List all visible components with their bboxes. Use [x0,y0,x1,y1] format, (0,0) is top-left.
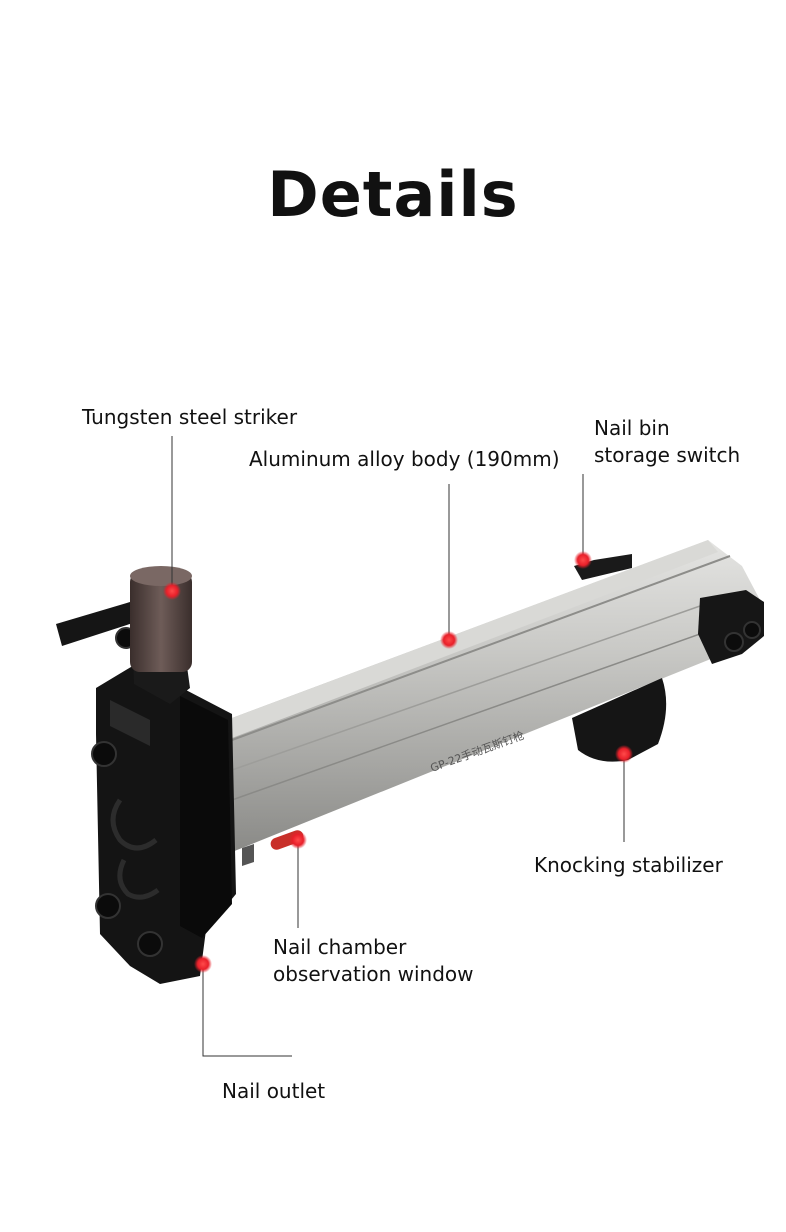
window-marker [289,831,307,849]
window-label-line2: observation window [273,962,474,986]
switch-label-line1: Nail bin [594,416,670,440]
outlet-label: Nail outlet [222,1079,326,1103]
rear-end-cap [574,554,764,664]
outlet-marker [194,955,212,973]
switch-label-line2: storage switch [594,443,741,467]
switch-marker [574,551,592,569]
knocking-stabilizer [572,678,667,762]
window-label-line1: Nail chamber [273,935,407,959]
page-title: Details [267,158,519,231]
markers [163,551,633,973]
striker-marker [163,582,181,600]
body-marker [440,631,458,649]
stabilizer-label: Knocking stabilizer [534,853,723,877]
aluminum-body: GP-22手动瓦斯钉枪 [231,540,760,866]
body-label: Aluminum alloy body (190mm) [249,447,560,471]
striker-label: Tungsten steel striker [82,405,298,429]
outlet-leader-line [202,964,292,1057]
stabilizer-marker [615,745,633,763]
leader-lines [171,436,625,1057]
